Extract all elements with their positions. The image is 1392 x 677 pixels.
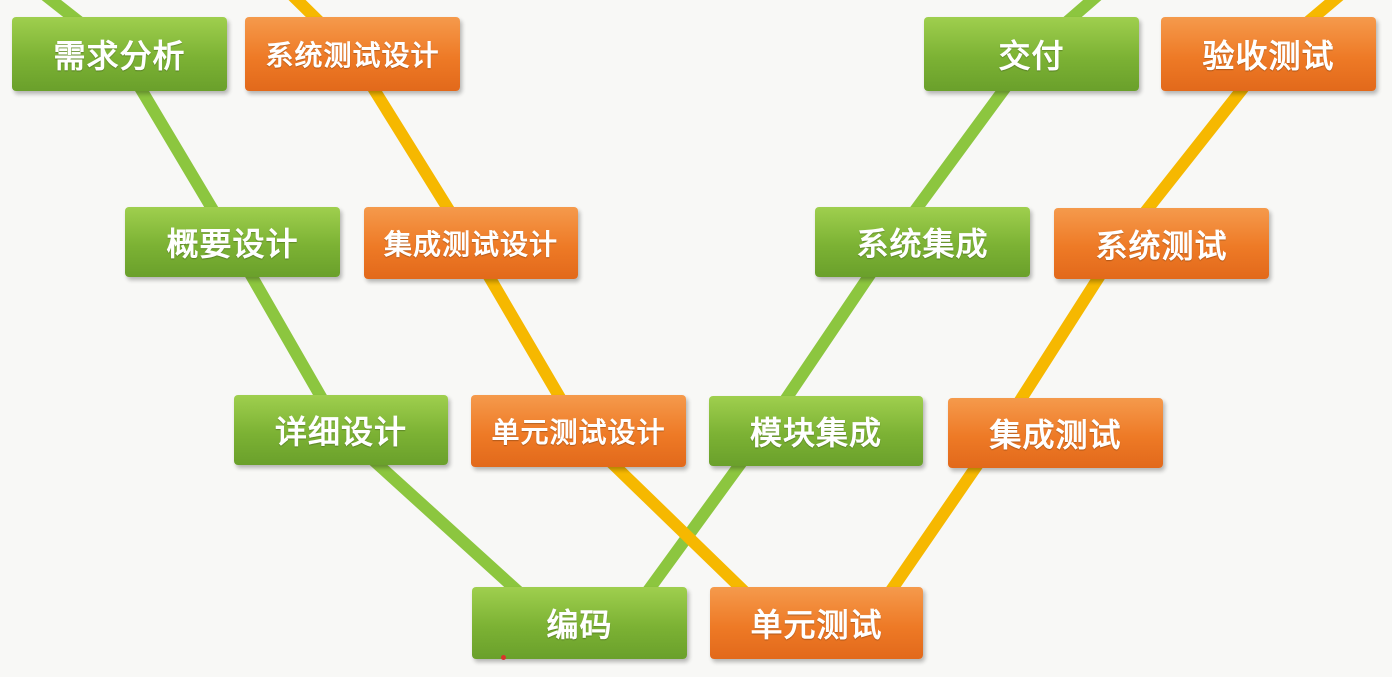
integration-test-design-box: 集成测试设计 [364, 207, 578, 279]
system-testing-box: 系统测试 [1054, 208, 1269, 279]
high-level-design-box: 概要设计 [125, 207, 340, 277]
system-integration-box: 系统集成 [815, 207, 1030, 277]
unit-testing-box: 单元测试 [710, 587, 923, 659]
delivery-box: 交付 [924, 17, 1139, 91]
cursor-dot [501, 655, 506, 660]
requirements-analysis-box: 需求分析 [12, 17, 227, 91]
unit-test-design-box: 单元测试设计 [471, 395, 686, 467]
integration-testing-box: 集成测试 [948, 398, 1163, 468]
coding-box: 编码 [472, 587, 687, 659]
acceptance-testing-box: 验收测试 [1161, 17, 1376, 91]
detailed-design-box: 详细设计 [234, 395, 448, 465]
system-test-design-box: 系统测试设计 [245, 17, 460, 91]
module-integration-box: 模块集成 [709, 396, 923, 466]
